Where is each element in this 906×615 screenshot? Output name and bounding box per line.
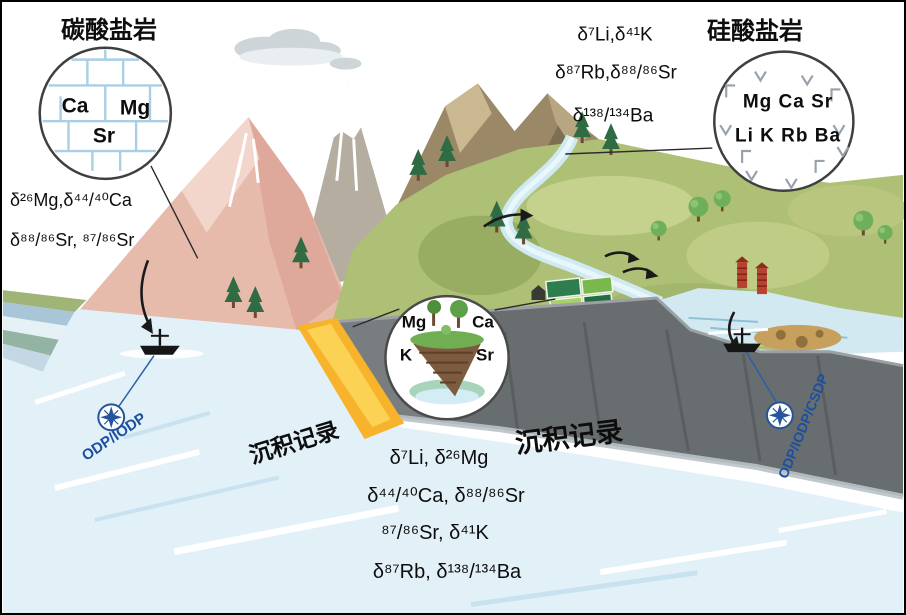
- strata-left: [2, 290, 87, 372]
- clouds-icon: [234, 28, 362, 70]
- carbonate-element-ca: Ca: [61, 94, 89, 118]
- carbonate-mountain: [60, 117, 361, 332]
- ship-icon-right: [723, 327, 761, 353]
- ship-icon-left: [140, 328, 180, 355]
- beach-sand-layer: [297, 317, 405, 440]
- pagoda-tower-icon: [734, 255, 750, 289]
- silicate-elements-row-1: Mg Ca Sr: [742, 91, 834, 113]
- carbonate-element-mg: Mg: [119, 96, 151, 120]
- soil-element-mg: Mg: [401, 312, 427, 332]
- house-icon: [531, 285, 546, 301]
- carbonate-rock-title: 碳酸盐岩: [61, 17, 157, 44]
- silicate-isotope-line-2: δ⁸⁷Rb,δ⁸⁸/⁸⁶Sr: [555, 62, 677, 84]
- sediment-isotope-line-1: δ⁷Li, δ²⁶Mg: [389, 447, 489, 469]
- sediment-isotope-line-4: δ⁸⁷Rb, δ¹³⁸/¹³⁴Ba: [372, 561, 522, 583]
- pagoda-tower-icon: [754, 261, 770, 295]
- silicate-isotope-line-3: δ¹³⁸/¹³⁴Ba: [572, 105, 654, 127]
- carbonate-element-sr: Sr: [92, 124, 116, 148]
- ocean: [2, 302, 904, 613]
- buildings: [531, 255, 770, 301]
- silicate-rock-inset: [713, 50, 855, 193]
- soil-element-sr: Sr: [476, 345, 494, 365]
- soil-profile-inset: [384, 294, 510, 421]
- callout-lines: [150, 147, 713, 328]
- sediment-isotope-line-3: ⁸⁷/⁸⁶Sr, δ⁴¹K: [381, 522, 489, 544]
- odp-logo-left-icon: [97, 403, 126, 432]
- odp-logo-right-icon: [765, 401, 794, 430]
- soil-element-k: K: [399, 345, 413, 365]
- carbonate-isotope-line-1: δ²⁶Mg,δ⁴⁴/⁴⁰Ca: [10, 190, 132, 210]
- carbonate-rock-inset: [38, 46, 173, 181]
- sediment-isotope-line-2: δ⁴⁴/⁴⁰Ca, δ⁸⁸/⁸⁶Sr: [367, 485, 525, 507]
- carbonate-isotope-line-2: δ⁸⁸/⁸⁶Sr, ⁸⁷/⁸⁶Sr: [10, 230, 135, 250]
- soil-element-ca: Ca: [472, 312, 494, 332]
- drill-site-lines: [117, 351, 777, 408]
- silicate-rock-title: 硅酸盐岩: [707, 18, 803, 45]
- silicate-isotope-line-1: δ⁷Li,δ⁴¹K: [577, 24, 653, 46]
- flow-arrows: [140, 208, 741, 352]
- silicate-elements-row-2: Li K Rb Ba: [734, 125, 842, 147]
- river: [499, 134, 664, 309]
- ocean-waves: [34, 327, 887, 608]
